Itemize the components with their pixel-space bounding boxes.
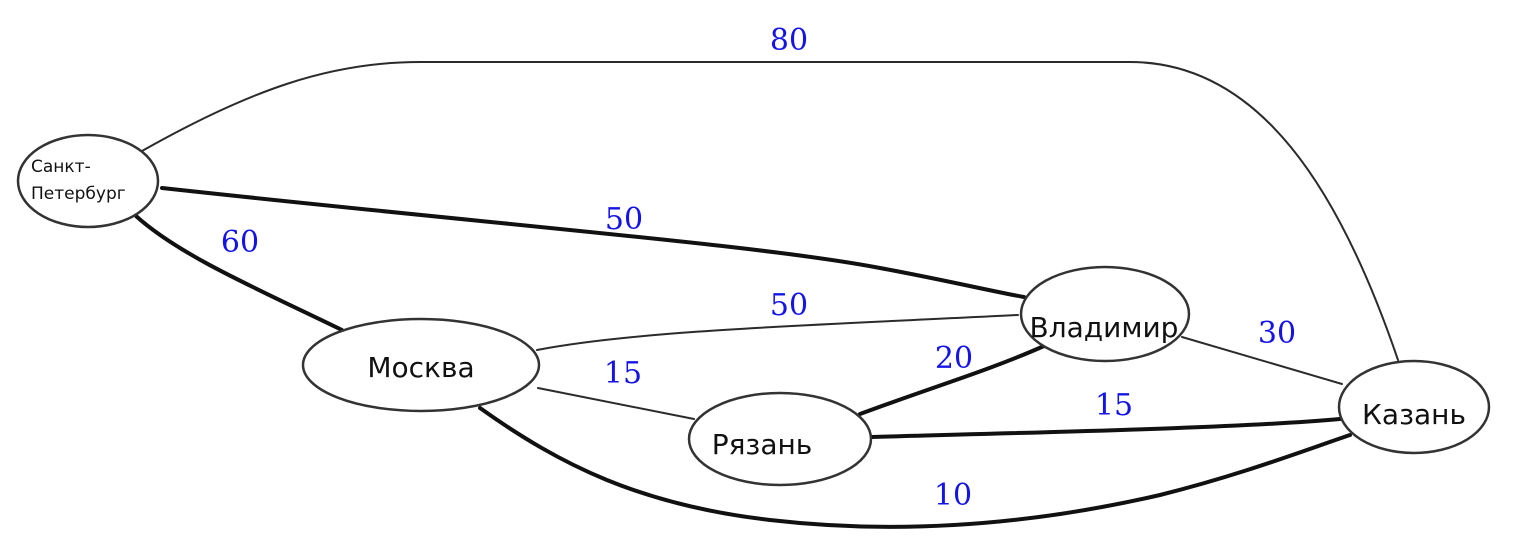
graph-nodes: Санкт- Петербург Москва Владимир Рязань … (16, 133, 1491, 487)
weight-label-ryazan-kazan: 15 (1095, 388, 1133, 423)
node-moscow-label: Москва (367, 351, 474, 384)
weight-label-moscow-kazan: 10 (934, 478, 972, 513)
node-kazan-label: Казань (1362, 398, 1466, 431)
edge-spb-kazan (141, 61, 1399, 361)
weight-label-moscow-vladimir: 50 (770, 288, 808, 323)
node-ryazan: Рязань (687, 391, 873, 487)
edge-moscow-kazan (478, 406, 1352, 529)
edge-ryazan-kazan (870, 417, 1342, 439)
weight-label-spb-moscow: 60 (221, 225, 259, 260)
node-spb-label-line1: Санкт- (31, 157, 91, 177)
edge-spb-moscow (134, 214, 344, 332)
weight-label-moscow-ryazan: 15 (604, 356, 642, 391)
node-kazan-shape (1337, 359, 1491, 455)
edge-vladimir-kazan (1181, 336, 1343, 385)
node-vladimir-shape (1019, 265, 1191, 363)
edge-spb-vladimir (160, 186, 1026, 299)
edge-weight-labels: 80 50 60 50 15 20 30 15 10 (221, 23, 1296, 513)
edge-moscow-ryazan (537, 387, 695, 420)
node-kazan: Казань (1337, 359, 1491, 455)
graph-edges (134, 61, 1399, 529)
weight-label-ryazan-vladimir: 20 (935, 341, 973, 376)
node-ryazan-shape (687, 391, 873, 487)
node-spb-label-line2: Петербург (31, 184, 126, 204)
weight-label-vladimir-kazan: 30 (1258, 316, 1296, 351)
weight-label-spb-vladimir: 50 (605, 202, 643, 237)
edge-moscow-vladimir (536, 314, 1019, 351)
weight-label-spb-kazan: 80 (770, 23, 808, 58)
node-vladimir: Владимир (1019, 265, 1191, 363)
node-ryazan-label: Рязань (712, 428, 813, 461)
node-spb: Санкт- Петербург (16, 133, 160, 229)
node-spb-shape (16, 133, 160, 229)
edge-ryazan-vladimir (858, 344, 1046, 416)
node-moscow: Москва (301, 317, 541, 413)
node-vladimir-label: Владимир (1030, 311, 1179, 344)
node-moscow-shape (301, 317, 541, 413)
